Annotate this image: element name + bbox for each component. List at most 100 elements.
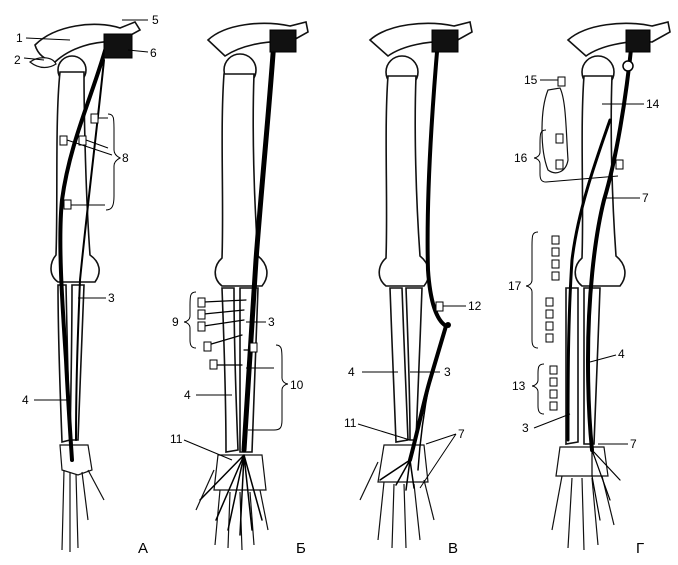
callout-7-v: 7 (458, 427, 465, 441)
leader-10 (246, 367, 274, 431)
leader-3-g (533, 413, 571, 429)
muscle-clip-g2 (555, 133, 564, 144)
callout-9: 9 (172, 315, 179, 329)
leader-2 (23, 57, 45, 61)
muscle-clip-g16 (549, 401, 558, 411)
bracket-10 (273, 344, 289, 431)
muscle-clip-b4 (203, 341, 212, 352)
callout-8: 8 (122, 151, 129, 165)
panel-v: 12 4 3 11 7 В (344, 21, 482, 557)
nerve-main-b (241, 37, 277, 453)
muscle-clip-g8 (551, 271, 560, 281)
muscle-clip-g15 (549, 389, 558, 399)
bracket-13 (531, 363, 545, 415)
leader-8 (66, 117, 113, 206)
leader-11-b (183, 439, 233, 461)
radius-v (389, 287, 409, 443)
bracket-8 (105, 113, 122, 211)
callout-3-g: 3 (522, 421, 529, 435)
callout-13: 13 (512, 379, 526, 393)
fingers-g (551, 475, 615, 551)
plexus-block-b (269, 29, 297, 53)
fingers-v (359, 461, 435, 549)
muscle-clip-g3 (555, 159, 564, 170)
muscle-clip-g5 (551, 235, 560, 245)
panel-label-b: Б (296, 540, 306, 557)
muscle-clip-g14 (549, 377, 558, 387)
muscle-clip-g6 (551, 247, 560, 257)
muscle-clip-b3 (197, 321, 206, 332)
muscle-clip-a3 (78, 135, 87, 146)
muscle-clip-g7 (551, 259, 560, 269)
callout-4-v: 4 (348, 365, 355, 379)
plexus-ring-g (622, 60, 634, 72)
muscle-clip-v1 (435, 301, 444, 312)
callout-4-g: 4 (618, 347, 625, 361)
callout-1: 1 (16, 31, 23, 45)
callout-11-v: 11 (344, 416, 357, 430)
callout-12: 12 (468, 299, 482, 313)
muscle-clip-g10 (545, 309, 554, 319)
bracket-17 (525, 231, 539, 349)
callout-4-a: 4 (22, 393, 29, 407)
leader-4-g (589, 354, 617, 363)
panel-a: 1 2 5 6 8 3 4 А (14, 13, 159, 557)
callout-3-b: 3 (268, 315, 275, 329)
leader-1 (25, 37, 71, 41)
hand-a (59, 444, 93, 476)
nerve-branch-g2 (591, 449, 621, 521)
muscle-clip-b5 (249, 342, 258, 353)
callout-14: 14 (646, 97, 660, 111)
nerve-branch-b1 (199, 454, 263, 536)
muscle-clip-b6 (209, 359, 218, 370)
callout-7-g2: 7 (630, 437, 637, 451)
muscle-clip-g9 (545, 297, 554, 307)
bracket-9 (183, 291, 197, 349)
nerve-branch-v (379, 379, 431, 491)
radius-b (221, 287, 239, 453)
muscle-clip-a4 (63, 199, 72, 210)
callout-11-b: 11 (170, 432, 183, 446)
muscle-clip-g11 (545, 321, 554, 331)
muscle-clip-a2 (59, 135, 68, 146)
panel-label-g: Г (636, 540, 644, 557)
humerus-v (378, 75, 430, 287)
callout-2: 2 (14, 53, 21, 67)
muscle-clip-g12 (545, 333, 554, 343)
nerve-node-v (445, 322, 451, 328)
muscle-clip-b1 (197, 297, 206, 308)
muscle-clip-g4 (615, 159, 624, 170)
nerve-main-v (408, 38, 449, 462)
callout-7-g1: 7 (642, 191, 649, 205)
muscle-clip-g1 (557, 76, 566, 87)
callout-4-b: 4 (184, 388, 191, 402)
callout-3-v: 3 (444, 365, 451, 379)
plexus-block-g (625, 29, 651, 53)
callout-15: 15 (524, 73, 538, 87)
callout-17: 17 (508, 279, 522, 293)
panel-g: 15 14 16 7 17 4 13 3 7 Г (508, 21, 671, 557)
leader-16 (545, 175, 619, 183)
callout-3-a: 3 (108, 291, 115, 305)
hand-g (555, 446, 609, 477)
humerus-a (50, 71, 100, 283)
nerve-main-a (58, 38, 110, 462)
humerus-g (574, 75, 626, 287)
scapula-shadow-g (541, 87, 569, 174)
leader-6 (127, 49, 149, 53)
shoulder-girdle-g (566, 21, 671, 58)
fingers-a (61, 469, 105, 552)
muscle-clip-a1 (90, 113, 99, 124)
muscle-clip-g13 (549, 365, 558, 375)
plexus-block-v (431, 29, 459, 53)
nerve-branch-g1 (566, 118, 612, 442)
plexus-block-a (103, 33, 133, 59)
muscle-clip-b2 (197, 309, 206, 320)
leader-7-v (419, 433, 457, 489)
callout-5: 5 (152, 13, 159, 27)
nerve-branch-b2 (203, 299, 257, 366)
callout-16: 16 (514, 151, 528, 165)
scapula-process-a (29, 57, 57, 69)
